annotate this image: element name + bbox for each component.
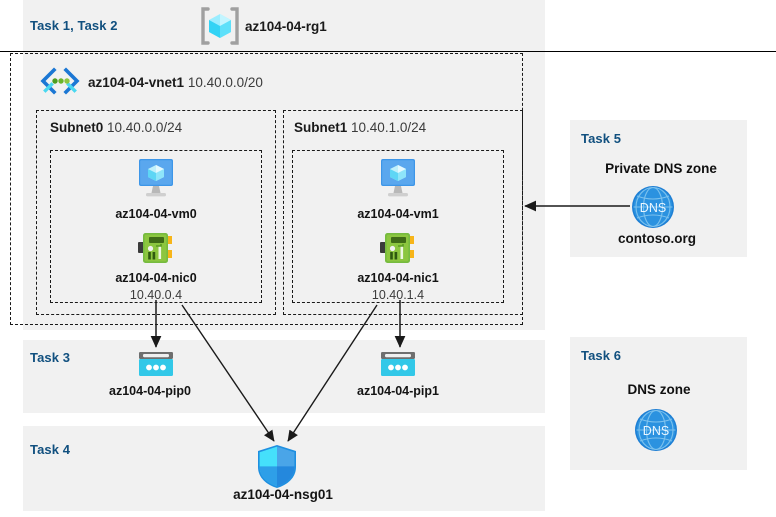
header-divider — [0, 51, 776, 52]
resource-group-panel — [23, 0, 545, 330]
dns-icon-text: DNS — [643, 424, 669, 438]
resource-group-name: az104-04-rg1 — [245, 19, 327, 34]
network-security-group-icon — [255, 443, 299, 490]
subnet1-cidr: 10.40.1.0/24 — [351, 120, 427, 135]
task-label-5: Task 5 — [581, 131, 622, 146]
vnet-address-space: 10.40.0.0/20 — [187, 75, 263, 90]
subnet0-cidr: 10.40.0.0/24 — [107, 120, 183, 135]
nic1-label: az104-04-nic1 — [357, 271, 439, 285]
vnet-header: az104-04-vnet1 10.40.0.0/20 — [88, 75, 263, 90]
vm0-label: az104-04-vm0 — [115, 207, 197, 221]
virtual-network-icon — [37, 66, 83, 96]
subnet1-vm-group — [292, 150, 504, 303]
vnet-name: az104-04-vnet1 — [88, 75, 185, 90]
public-ip-address-icon — [378, 350, 418, 380]
resource-group-name-text: az104-04-rg1 — [245, 19, 327, 34]
subnet0-header: Subnet0 10.40.0.0/24 — [50, 120, 182, 135]
task-label-6: Task 6 — [581, 348, 622, 363]
pip0-label: az104-04-pip0 — [109, 384, 191, 398]
nsg-label: az104-04-nsg01 — [233, 487, 333, 502]
nic0-label: az104-04-nic0 — [115, 271, 197, 285]
subnet0-name: Subnet0 — [50, 120, 104, 135]
dns-icon-text: DNS — [640, 201, 666, 215]
subnet1-boundary — [283, 110, 523, 315]
resource-group-icon — [200, 7, 240, 45]
network-interface-icon — [378, 231, 418, 267]
nic1-ip: 10.40.1.4 — [371, 288, 425, 302]
pip1-label: az104-04-pip1 — [357, 384, 439, 398]
vm1-label: az104-04-vm1 — [357, 207, 439, 221]
private-dns-title: Private DNS zone — [605, 161, 717, 176]
nic0-ip: 10.40.0.4 — [129, 288, 183, 302]
private-dns-name: contoso.org — [618, 231, 696, 246]
public-ip-panel — [23, 340, 545, 413]
subnet1-header: Subnet1 10.40.1.0/24 — [294, 120, 426, 135]
public-dns-title: DNS zone — [627, 382, 691, 397]
task-label-1-2: Task 1, Task 2 — [30, 18, 118, 33]
subnet1-name: Subnet1 — [294, 120, 348, 135]
task-label-3: Task 3 — [30, 350, 71, 365]
dns-zone-icon: DNS — [630, 184, 676, 230]
dns-zone-icon: DNS — [633, 407, 679, 453]
task-label-4: Task 4 — [30, 442, 71, 457]
virtual-machine-icon — [133, 157, 179, 199]
network-interface-icon — [136, 231, 176, 267]
virtual-machine-icon — [375, 157, 421, 199]
public-ip-address-icon — [136, 350, 176, 380]
